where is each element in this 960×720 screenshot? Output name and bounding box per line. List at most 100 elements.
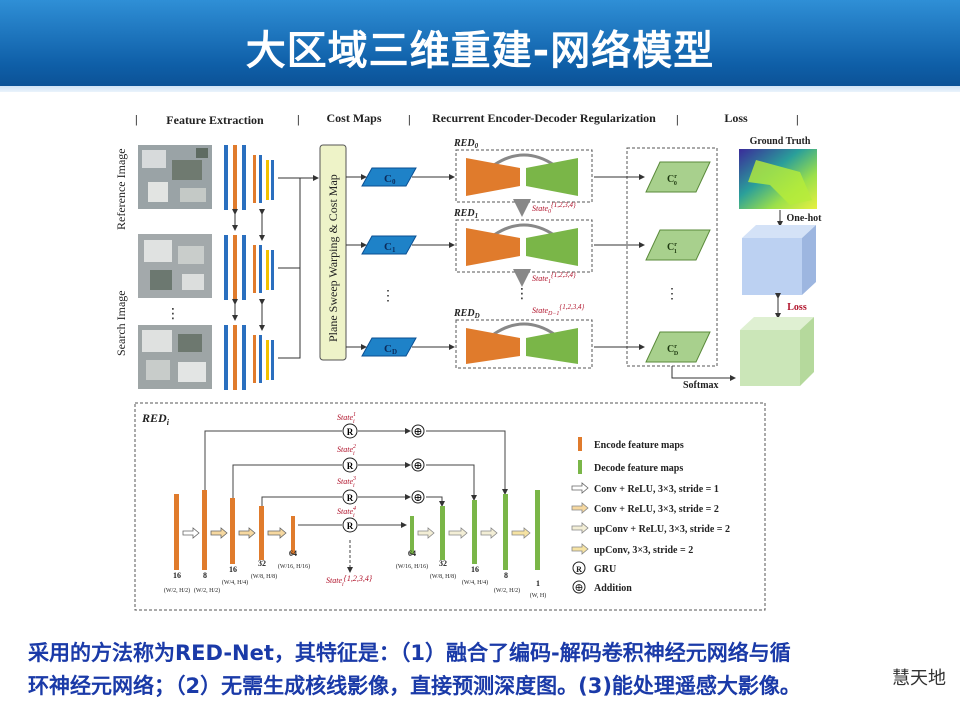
legend-encode-swatch xyxy=(578,437,582,451)
reg-c1-label: C xyxy=(667,242,674,253)
stated-label: State xyxy=(532,306,548,315)
reg-cd-label: C xyxy=(667,344,674,355)
svg-text:8: 8 xyxy=(203,571,207,580)
legend-conv1: Conv + ReLU, 3×3, stride = 1 xyxy=(594,484,719,495)
legend-encode: Encode feature maps xyxy=(594,440,684,451)
svg-text:Cr1: Cr1 xyxy=(667,242,677,255)
state-set-label: State xyxy=(326,576,342,585)
svg-text:(W, H): (W, H) xyxy=(530,592,546,599)
cost-maps: C0 C1 ⋮ CD xyxy=(361,167,417,357)
encoder-bars xyxy=(174,490,295,570)
svg-text:(W/2, H/2): (W/2, H/2) xyxy=(494,587,520,594)
svg-text:State1{1,2,3,4}: State1{1,2,3,4} xyxy=(532,271,576,285)
feature-stacks xyxy=(224,145,319,390)
one-hot-cube xyxy=(742,225,816,295)
page-title: 大区域三维重建-网络模型 xyxy=(245,28,715,74)
svg-text:64: 64 xyxy=(408,549,416,558)
legend-conv2: Conv + ReLU, 3×3, stride = 2 xyxy=(594,504,719,515)
plane-sweep-label: Plane Sweep Warping & Cost Map xyxy=(326,174,340,342)
svg-text:(W/4, H/4): (W/4, H/4) xyxy=(222,579,248,586)
reference-image-label: Reference Image xyxy=(114,148,128,230)
svg-text:(W/4, H/4): (W/4, H/4) xyxy=(462,579,488,586)
skip-connections xyxy=(204,428,508,573)
legend-upconv: upConv, 3×3, stride = 2 xyxy=(594,545,693,556)
state-1-label: State xyxy=(337,413,353,422)
section-divider: | xyxy=(676,112,679,126)
redd-label: RED xyxy=(453,308,475,319)
cost-c1-label: C xyxy=(384,241,392,253)
ground-truth-label: Ground Truth xyxy=(750,136,811,147)
softmax-label: Softmax xyxy=(683,380,719,391)
red0-label: RED xyxy=(453,138,475,149)
svg-text:16: 16 xyxy=(229,565,237,574)
svg-text:RED1: RED1 xyxy=(453,208,478,220)
image-ellipsis: ⋮ xyxy=(166,306,180,322)
decoder-arrows xyxy=(417,527,531,539)
legend-addition-icon: ⊕ xyxy=(574,582,583,594)
title-bar: 大区域三维重建-网络模型 xyxy=(0,0,960,92)
legend-gru-icon: R xyxy=(576,565,582,574)
svg-text:Statei{1,2,3,4}: Statei{1,2,3,4} xyxy=(326,574,373,588)
section-feature-extraction: Feature Extraction xyxy=(166,113,264,127)
gru-r4: R xyxy=(347,521,354,531)
state-2-label: State xyxy=(337,445,353,454)
state0-label: State xyxy=(532,204,548,213)
svg-text:16: 16 xyxy=(471,565,479,574)
watermark: 慧天地 xyxy=(892,668,946,689)
svg-text:CD: CD xyxy=(384,343,397,356)
red1-label: RED xyxy=(453,208,475,219)
gru-r1: R xyxy=(347,427,354,437)
svg-text:RED0: RED0 xyxy=(453,138,479,150)
search-image-1 xyxy=(138,234,212,298)
svg-text:State0{1,2,3,4}: State0{1,2,3,4} xyxy=(532,201,576,215)
svg-text:CrD: CrD xyxy=(667,344,679,357)
gru-r2: R xyxy=(347,461,354,471)
reference-image xyxy=(138,145,212,209)
gru-r3: R xyxy=(347,493,354,503)
svg-text:C0: C0 xyxy=(384,173,396,186)
red-i-label: RED xyxy=(141,411,167,425)
add-3: ⊕ xyxy=(413,492,422,504)
svg-text:32: 32 xyxy=(439,559,447,568)
state-4-label: State xyxy=(337,507,353,516)
one-hot-label: One-hot xyxy=(787,213,823,224)
svg-text:(W/16, H/16): (W/16, H/16) xyxy=(396,563,428,570)
layer-labels: 16 8 16 32 64 64 32 16 8 1 (W/2, H/2) (W… xyxy=(164,549,546,599)
cost-c0-label: C xyxy=(384,173,392,185)
section-divider: | xyxy=(408,112,411,126)
softmax-cube xyxy=(740,317,814,386)
search-image-2 xyxy=(138,325,212,389)
encoder-arrows xyxy=(182,527,287,539)
svg-text:(W/2, H/2): (W/2, H/2) xyxy=(164,587,190,594)
caption-line-2: 环神经元网络；（2）无需生成核线影像，直接预测深度图。(3)能处理遥感大影像。 xyxy=(28,674,801,698)
section-divider: | xyxy=(135,112,138,126)
svg-text:C1: C1 xyxy=(384,241,396,254)
section-divider: | xyxy=(796,112,799,126)
svg-text:32: 32 xyxy=(258,559,266,568)
cost-cd-label: C xyxy=(384,343,392,355)
legend-upconv-relu: upConv + ReLU, 3×3, stride = 2 xyxy=(594,524,730,535)
svg-text:64: 64 xyxy=(289,549,297,558)
decoder-bars xyxy=(410,490,540,570)
legend-addition: Addition xyxy=(594,583,632,594)
caption-line-1: 采用的方法称为RED-Net，其特征是：（1）融合了编码-解码卷积神经元网络与循 xyxy=(28,641,791,665)
svg-text:16: 16 xyxy=(173,571,181,580)
svg-text:(W/2, H/2): (W/2, H/2) xyxy=(194,587,220,594)
state1-label: State xyxy=(532,274,548,283)
legend: Encode feature maps Decode feature maps … xyxy=(571,437,730,594)
cost-ellipsis: ⋮ xyxy=(381,289,395,304)
section-loss: Loss xyxy=(724,111,748,125)
red-i-panel xyxy=(134,402,766,611)
red-blocks: RED0 RED1 ⋮ REDD State0{1,2,3,4} State1{… xyxy=(453,138,593,369)
svg-text:Cr0: Cr0 xyxy=(667,174,677,187)
legend-decode: Decode feature maps xyxy=(594,463,683,474)
add-1: ⊕ xyxy=(413,426,422,438)
svg-text:REDi: REDi xyxy=(141,411,170,427)
